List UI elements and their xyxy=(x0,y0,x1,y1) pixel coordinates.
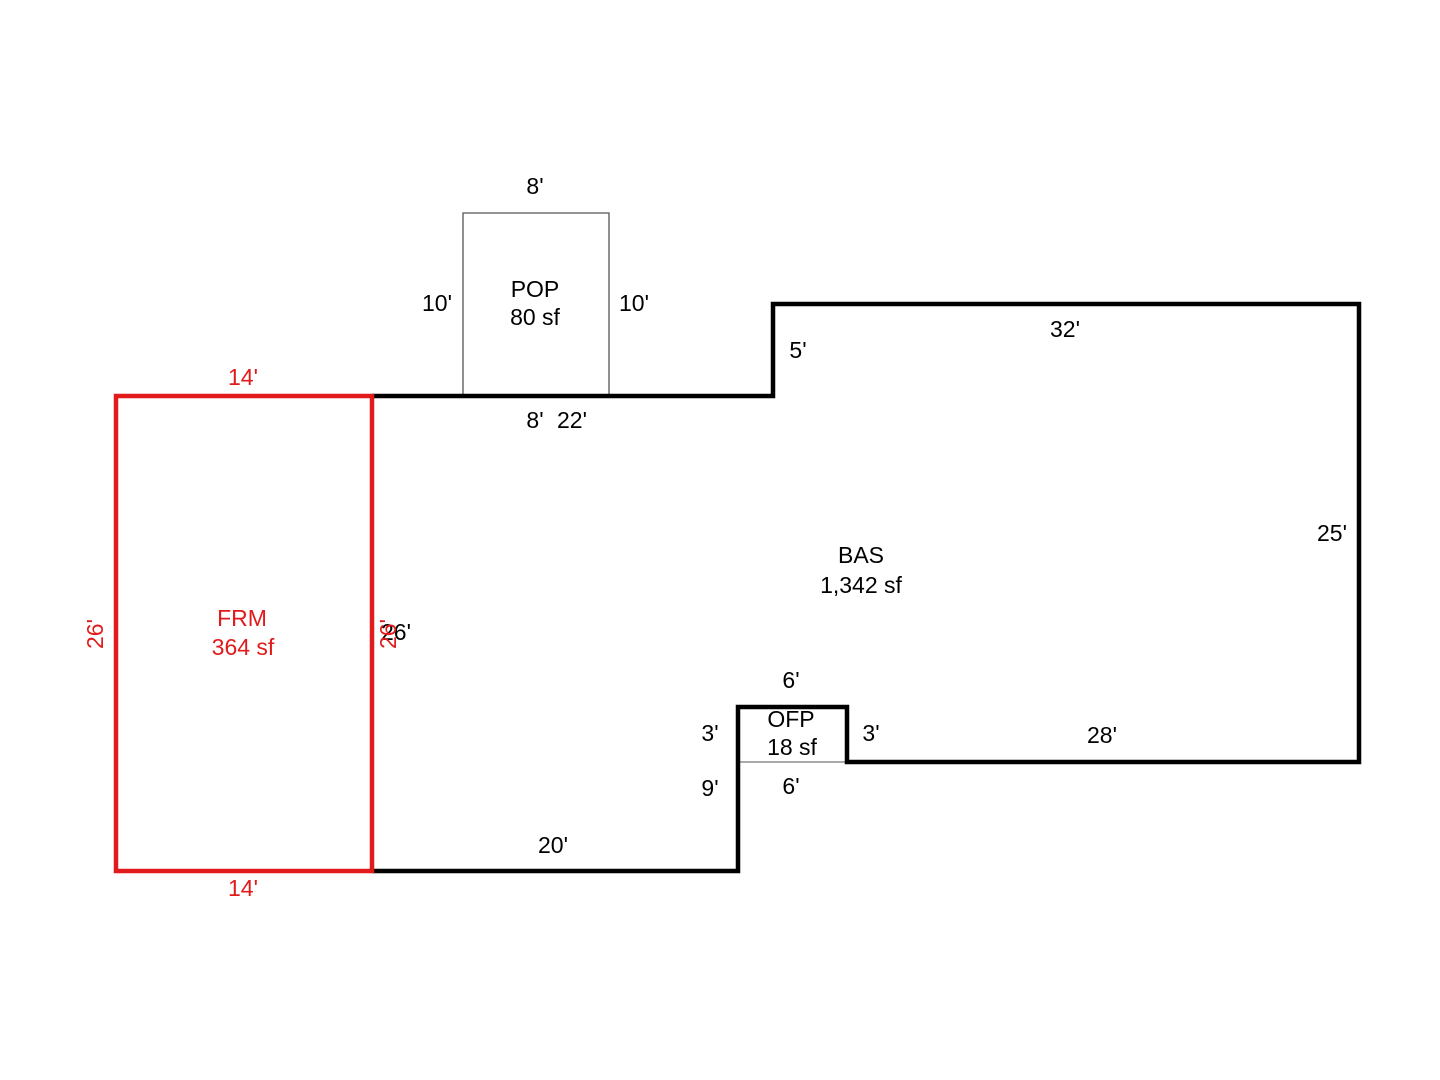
pop-area: 80 sf xyxy=(510,304,560,330)
frm-area: 364 sf xyxy=(212,634,275,660)
frm-outline xyxy=(113,393,375,874)
bas-bottom-left-dimension: 20' xyxy=(538,832,568,858)
ofp-top-dimension: 6' xyxy=(782,667,799,693)
pop-left-dimension: 10' xyxy=(422,290,452,316)
frm-left-dimension: 26' xyxy=(82,619,108,649)
bas-step-top-dimension: 5' xyxy=(789,337,806,363)
bas-outline xyxy=(372,301,1362,874)
frm-top-dimension: 14' xyxy=(228,364,258,390)
ofp-area: 18 sf xyxy=(767,734,817,760)
bas-step-bottom-dimension: 9' xyxy=(701,775,718,801)
ofp-left-dimension: 3' xyxy=(701,720,718,746)
frm-right-dimension: 26' xyxy=(375,619,401,649)
frm-code: FRM xyxy=(217,605,267,631)
pop-code: POP xyxy=(511,276,560,302)
bas-bottom-right-dimension: 28' xyxy=(1087,722,1117,748)
ofp-code: OFP xyxy=(767,706,814,732)
bas-code: BAS xyxy=(838,542,884,568)
pop-right-dimension: 10' xyxy=(619,290,649,316)
ofp-bottom-dimension: 6' xyxy=(782,773,799,799)
bas-top-dimension: 32' xyxy=(1050,316,1080,342)
pop-top-dimension: 8' xyxy=(526,173,543,199)
bas-top-left-dimension-b: 22' xyxy=(557,407,587,433)
bas-right-dimension: 25' xyxy=(1317,520,1347,546)
bas-area: 1,342 sf xyxy=(820,572,902,598)
ofp-right-dimension: 3' xyxy=(862,720,879,746)
bas-top-left-dimension-a: 8' xyxy=(526,407,543,433)
pop-outline xyxy=(462,212,610,395)
frm-bottom-dimension: 14' xyxy=(228,875,258,901)
bas-left-dimension: 26' xyxy=(381,619,411,645)
